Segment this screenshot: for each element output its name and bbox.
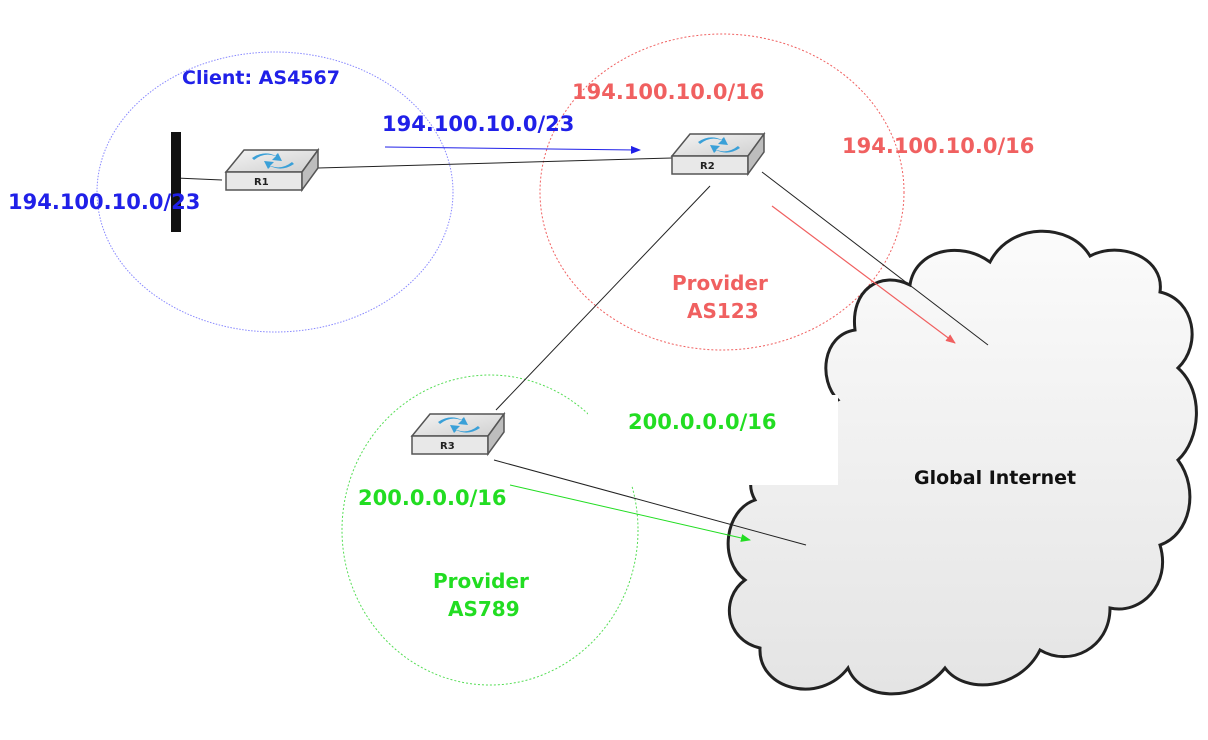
as789-prefix-outside: 200.0.0.0/16 [628,410,777,434]
router-r3-label: R3 [440,441,455,452]
lan-segment-bar [171,132,181,232]
client-prefix-advertised: 194.100.10.0/23 [382,112,574,136]
client-as-boundary [96,51,454,333]
router-r2: R2 [671,133,765,175]
router-r1-label: R1 [254,177,269,188]
link-r2-internet [761,171,989,346]
announce-arrow-as789-to-internet [509,484,751,542]
link-r3-internet [493,459,807,546]
global-internet-label: Global Internet [914,467,1076,489]
router-r3: R3 [411,413,505,455]
as789-prefix-inside: 200.0.0.0/16 [358,486,507,510]
as123-prefix-outside: 194.100.10.0/16 [842,134,1034,158]
global-internet-cloud [726,229,1198,696]
as123-name-line1: Provider [672,271,768,295]
link-r1-r2 [317,157,673,169]
provider-as789-boundary [341,374,639,686]
client-prefix-lan: 194.100.10.0/23 [8,190,200,214]
as789-name-line1: Provider [433,569,529,593]
router-r1: R1 [225,149,319,191]
router-r2-label: R2 [700,161,715,172]
client-as-title: Client: AS4567 [182,67,340,89]
announce-arrow-client-to-as123 [384,145,641,154]
label-background-patch [588,395,838,485]
announce-arrow-as123-to-internet [771,205,956,344]
link-r1-lan [175,177,223,181]
as789-name-line2: AS789 [448,597,520,621]
link-r2-r3 [495,185,711,411]
as123-prefix-inside: 194.100.10.0/16 [572,80,764,104]
as123-name-line2: AS123 [687,299,759,323]
provider-as123-boundary [539,33,905,351]
